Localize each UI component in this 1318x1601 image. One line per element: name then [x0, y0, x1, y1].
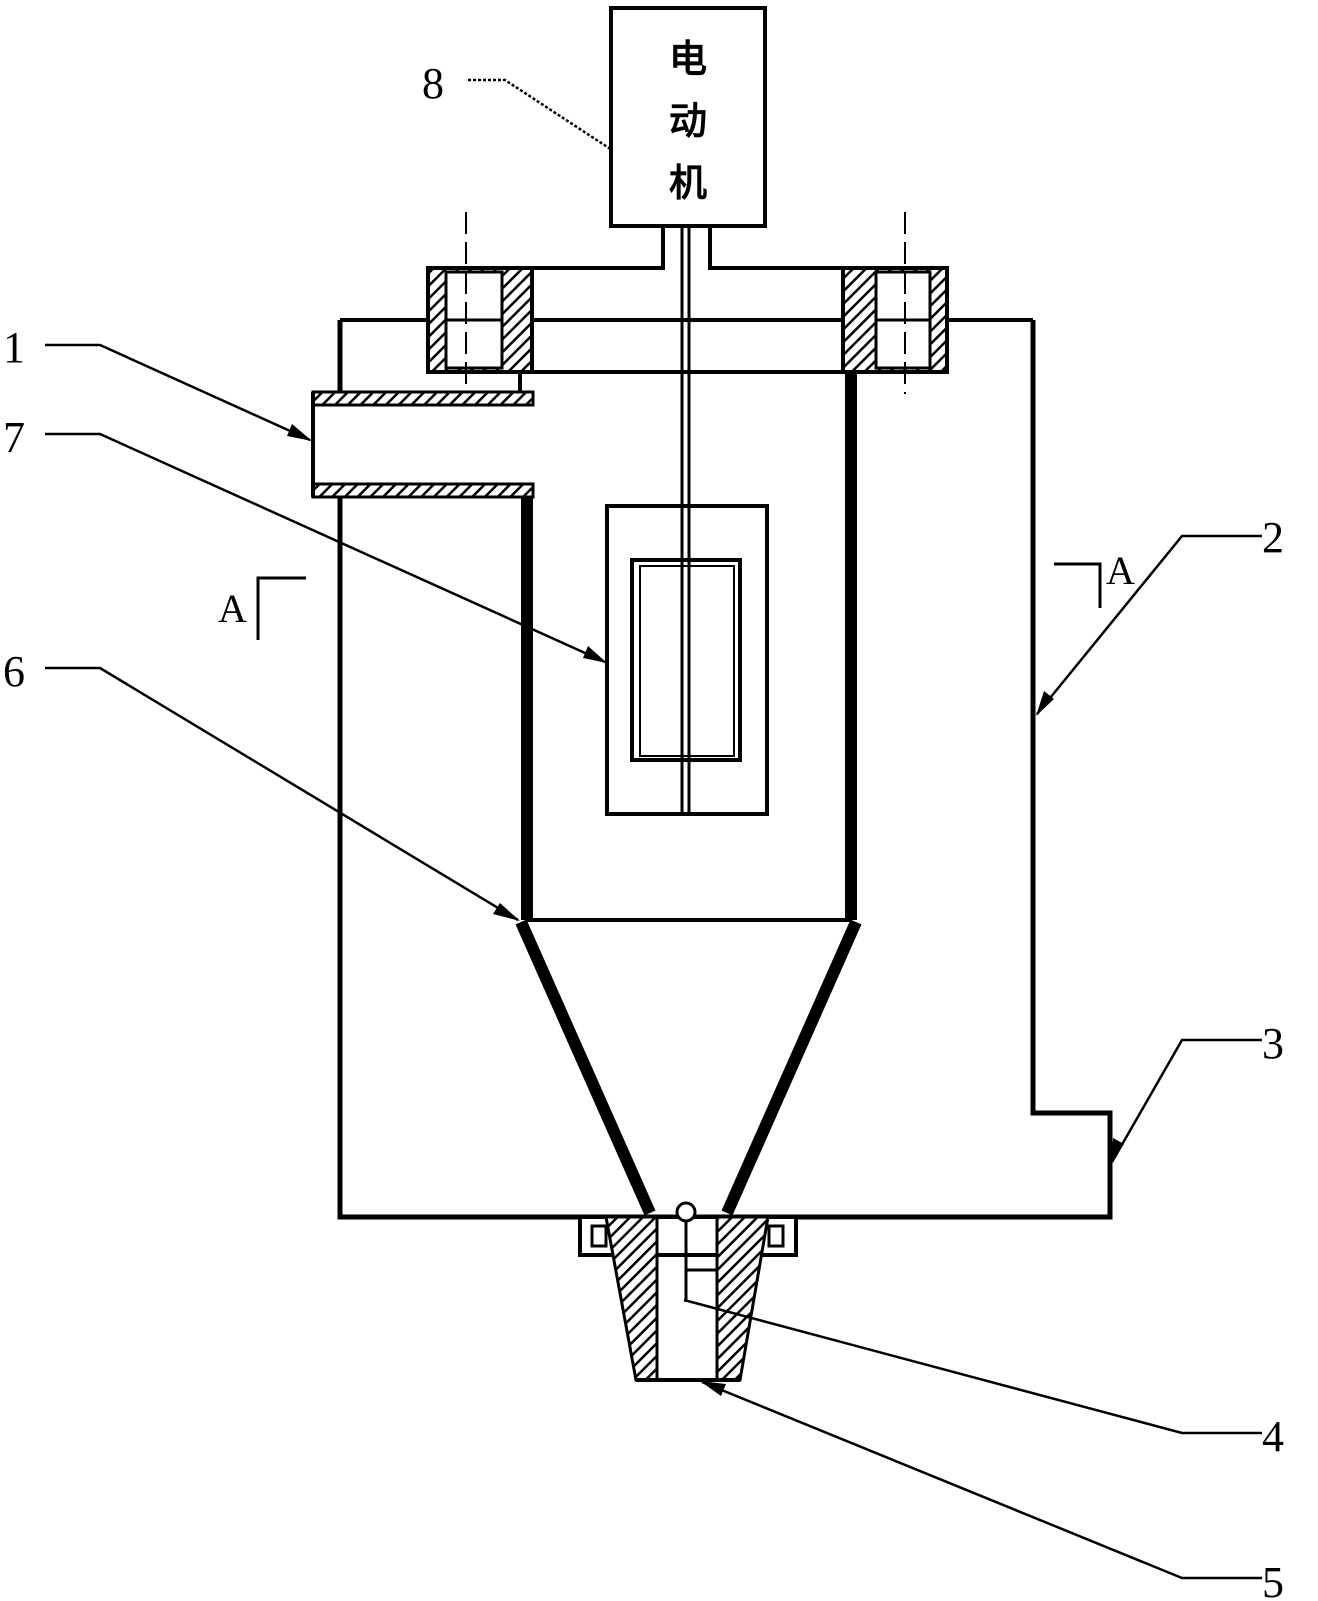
leader-1: [45, 343, 311, 442]
callout-8: 8: [422, 59, 444, 108]
inlet-pipe: [311, 372, 535, 499]
leader-8: [468, 78, 613, 152]
leader-7: [45, 432, 606, 664]
section-label-left: A: [218, 586, 247, 631]
inner-cylinder: [515, 372, 862, 1216]
section-label-right: A: [1106, 548, 1135, 593]
impeller: [605, 504, 769, 816]
arrow-1: [287, 424, 312, 441]
leader-lines: [45, 78, 1262, 1580]
arrow-6: [493, 903, 520, 921]
callout-1: 1: [3, 323, 25, 372]
motor-neck: [530, 226, 845, 270]
leader-6: [45, 666, 519, 922]
drive-shaft: [680, 226, 691, 812]
callout-3: 3: [1262, 1019, 1284, 1068]
arrow-5: [700, 1381, 726, 1396]
motor-label-2: 动: [669, 99, 707, 143]
callout-7: 7: [3, 413, 25, 462]
leader-2: [1036, 534, 1262, 715]
left-flange: [426, 212, 534, 398]
callout-4: 4: [1262, 1412, 1284, 1461]
arrowheads: [287, 424, 1124, 1396]
right-flange: [841, 212, 949, 394]
motor-label-1: 电: [669, 37, 707, 81]
leader-3: [1110, 1038, 1262, 1163]
outlet-nozzle: [578, 1201, 798, 1382]
arrow-7: [583, 646, 607, 663]
section-marker-left: A: [218, 576, 306, 640]
callout-5: 5: [1262, 1558, 1284, 1601]
callout-2: 2: [1262, 513, 1284, 562]
motor-label-3: 机: [669, 161, 707, 205]
callout-numbers: 8 1 7 6 2 3 4 5: [3, 59, 1284, 1601]
arrow-2: [1036, 691, 1054, 716]
motor: 电 动 机: [609, 6, 767, 228]
arrow-3: [1111, 1138, 1124, 1164]
leader-5: [701, 1380, 1262, 1580]
callout-6: 6: [3, 647, 25, 696]
outer-housing: [337, 320, 1113, 1220]
section-marker-right: A: [1054, 548, 1135, 608]
leader-4: [683, 1298, 1262, 1435]
